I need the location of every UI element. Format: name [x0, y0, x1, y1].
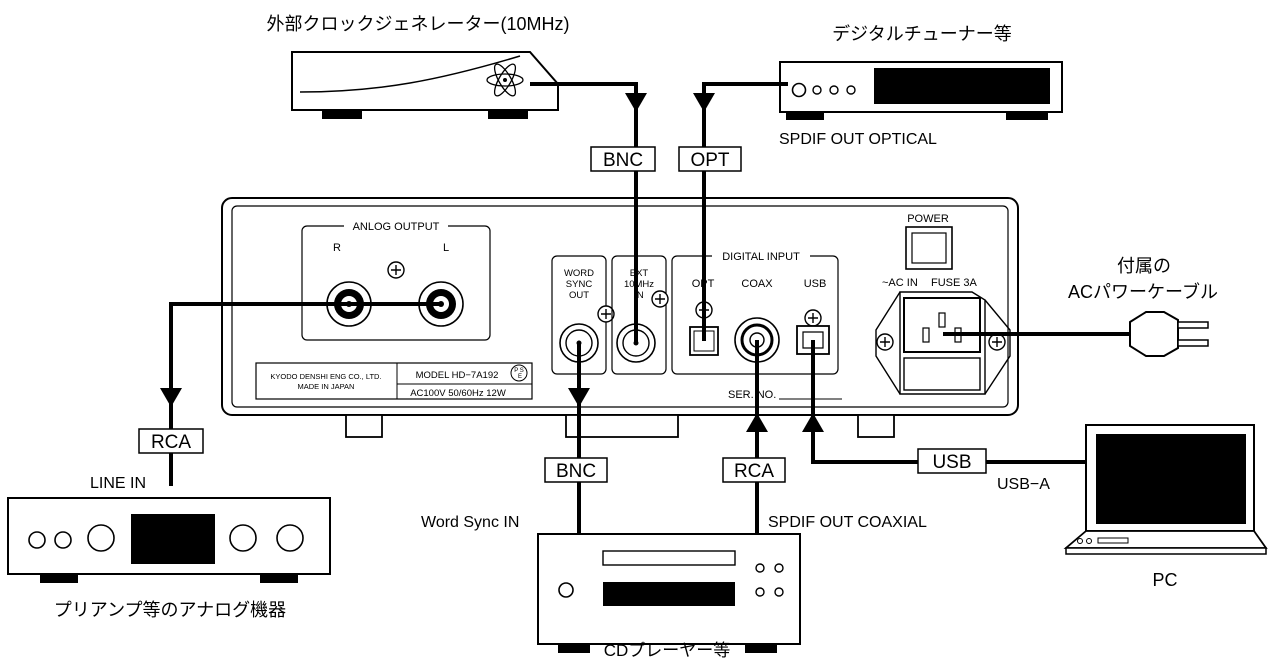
- cd-spdif-label: SPDIF OUT COAXIAL: [768, 514, 927, 531]
- digital-input-group-label: DIGITAL INPUT: [722, 251, 800, 263]
- cable-label-rca-bottom: RCA: [722, 457, 786, 483]
- pse-mark-text: P S: [514, 368, 524, 374]
- channel-l-label: L: [443, 242, 449, 254]
- ext-label-2: 10MHz: [624, 279, 654, 290]
- word-sync-label-1: WORD: [564, 268, 594, 279]
- optical-cable-tuner: [702, 82, 788, 341]
- arrow-up-icon: [802, 413, 824, 432]
- ac-cable-label-line2: ACパワーケーブル: [1068, 281, 1218, 302]
- usb-port-label: USB: [804, 278, 827, 290]
- ext-label-3: IN: [634, 290, 644, 301]
- analog-output-group-label: ANLOG OUTPUT: [353, 221, 440, 233]
- analog-preamp-device: [7, 497, 331, 583]
- ac-plug-icon: [1129, 311, 1209, 357]
- word-sync-label-2: SYNC: [566, 279, 593, 290]
- main-unit-rear-panel: ANLOG OUTPUT R L WORD SYNC OUT: [221, 197, 1019, 438]
- cable-label-bnc-top: BNC: [590, 146, 656, 172]
- screw-icon: [804, 309, 822, 327]
- usb-cable: [811, 340, 1090, 464]
- cable-label-rca-left: RCA: [138, 428, 204, 454]
- cable-label-usb: USB: [917, 448, 987, 474]
- arrow-up-icon: [746, 413, 768, 432]
- made-in-label: MADE IN JAPAN: [298, 382, 355, 391]
- screw-icon: [876, 333, 894, 351]
- cable-label-text: BNC: [603, 150, 643, 171]
- screw-icon: [988, 333, 1006, 351]
- screw-icon: [597, 305, 615, 323]
- digital-tuner-device: [779, 61, 1063, 120]
- cable-label-bnc-bottom: BNC: [544, 457, 608, 483]
- bnc-cable-clock: [530, 82, 638, 343]
- pse-mark-text-2: E: [518, 374, 522, 380]
- digital-tuner-label: デジタルチューナー等: [832, 24, 1012, 44]
- serial-label: SER. NO.: [728, 389, 776, 401]
- digital-tuner-output-label: SPDIF OUT OPTICAL: [779, 131, 937, 148]
- arrow-down-icon: [568, 388, 590, 407]
- pse-mark-icon: P S E: [510, 364, 528, 382]
- ac-inlet[interactable]: [875, 291, 1011, 395]
- cable-label-text: USB: [932, 452, 971, 473]
- screw-icon: [387, 261, 405, 279]
- power-switch[interactable]: [905, 226, 953, 270]
- arrow-down-icon: [693, 93, 715, 112]
- analog-input-label: LINE IN: [90, 475, 146, 492]
- cd-player-device: [537, 533, 801, 653]
- arrow-down-icon: [160, 388, 182, 407]
- ac-in-label: ~AC IN: [882, 277, 918, 289]
- analog-equipment-label: プリアンプ等のアナログ機器: [54, 600, 286, 620]
- maker-name: KYODO DENSHI ENG CO., LTD.: [270, 372, 381, 381]
- model-number: MODEL HD−7A192: [416, 370, 499, 381]
- cd-player-label: CDプレーヤー等: [604, 641, 731, 660]
- external-clock-label: 外部クロックジェネレーター(10MHz): [266, 14, 569, 34]
- cable-label-text: BNC: [556, 461, 596, 482]
- ext-label-1: EXT: [630, 268, 649, 279]
- pc-port-label: USB−A: [997, 476, 1050, 493]
- cable-label-opt-top: OPT: [678, 146, 742, 172]
- cables: [169, 82, 1132, 540]
- arrow-icons: [160, 93, 824, 432]
- power-rating: AC100V 50/60Hz 12W: [410, 388, 506, 399]
- cd-word-sync-label: Word Sync IN: [421, 514, 519, 531]
- cable-label-text: RCA: [151, 432, 191, 453]
- cable-label-text: RCA: [734, 461, 774, 482]
- ac-cable-label-line1: 付属の: [1117, 256, 1171, 276]
- atom-logo-icon: [486, 63, 524, 97]
- arrow-down-icon: [625, 93, 647, 112]
- pc-label: PC: [1152, 570, 1177, 590]
- channel-r-label: R: [333, 242, 341, 254]
- screw-icon: [651, 290, 669, 308]
- cable-label-text: OPT: [690, 150, 729, 171]
- external-clock-device: [291, 51, 559, 119]
- rca-cable-analog: [169, 302, 441, 486]
- coax-port-label: COAX: [741, 278, 773, 290]
- power-label: POWER: [907, 213, 949, 225]
- laptop-pc-device: [1063, 424, 1268, 555]
- fuse-label: FUSE 3A: [931, 277, 978, 289]
- word-sync-label-3: OUT: [569, 290, 589, 301]
